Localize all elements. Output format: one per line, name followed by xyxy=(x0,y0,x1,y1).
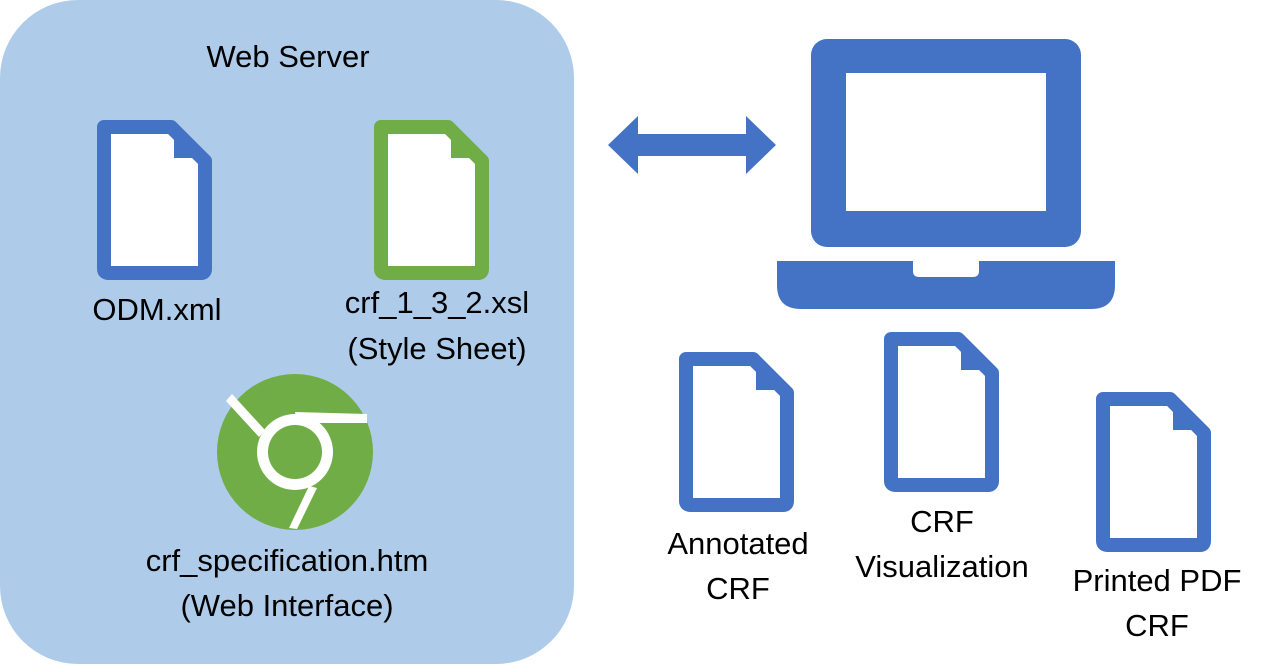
document-icon xyxy=(679,352,794,512)
chrome-browser-icon xyxy=(217,374,373,530)
document-icon xyxy=(884,332,999,492)
output-printed-pdf-crf-line2: CRF xyxy=(1125,608,1189,643)
document-icon xyxy=(1096,392,1211,552)
double-arrow-icon xyxy=(608,116,776,174)
stylesheet-file-label-line1: crf_1_3_2.xsl xyxy=(344,285,530,320)
web-server-panel xyxy=(0,0,574,664)
odm-file-label: ODM.xml xyxy=(92,292,222,327)
web-interface-label-line1: crf_specification.htm xyxy=(145,543,429,578)
output-annotated-crf-line1: Annotated xyxy=(667,526,809,561)
output-crf-visualization-line1: CRF xyxy=(910,504,974,539)
output-annotated-crf-line2: CRF xyxy=(706,571,770,606)
output-crf-visualization-line2: Visualization xyxy=(855,549,1029,584)
laptop-icon xyxy=(777,39,1115,309)
document-icon xyxy=(374,120,489,280)
web-interface-label-line2: (Web Interface) xyxy=(180,588,394,623)
web-server-title: Web Server xyxy=(206,39,370,74)
output-printed-pdf-crf-line1: Printed PDF xyxy=(1072,563,1242,598)
stylesheet-file-label-line2: (Style Sheet) xyxy=(347,331,527,366)
document-icon xyxy=(97,120,212,280)
